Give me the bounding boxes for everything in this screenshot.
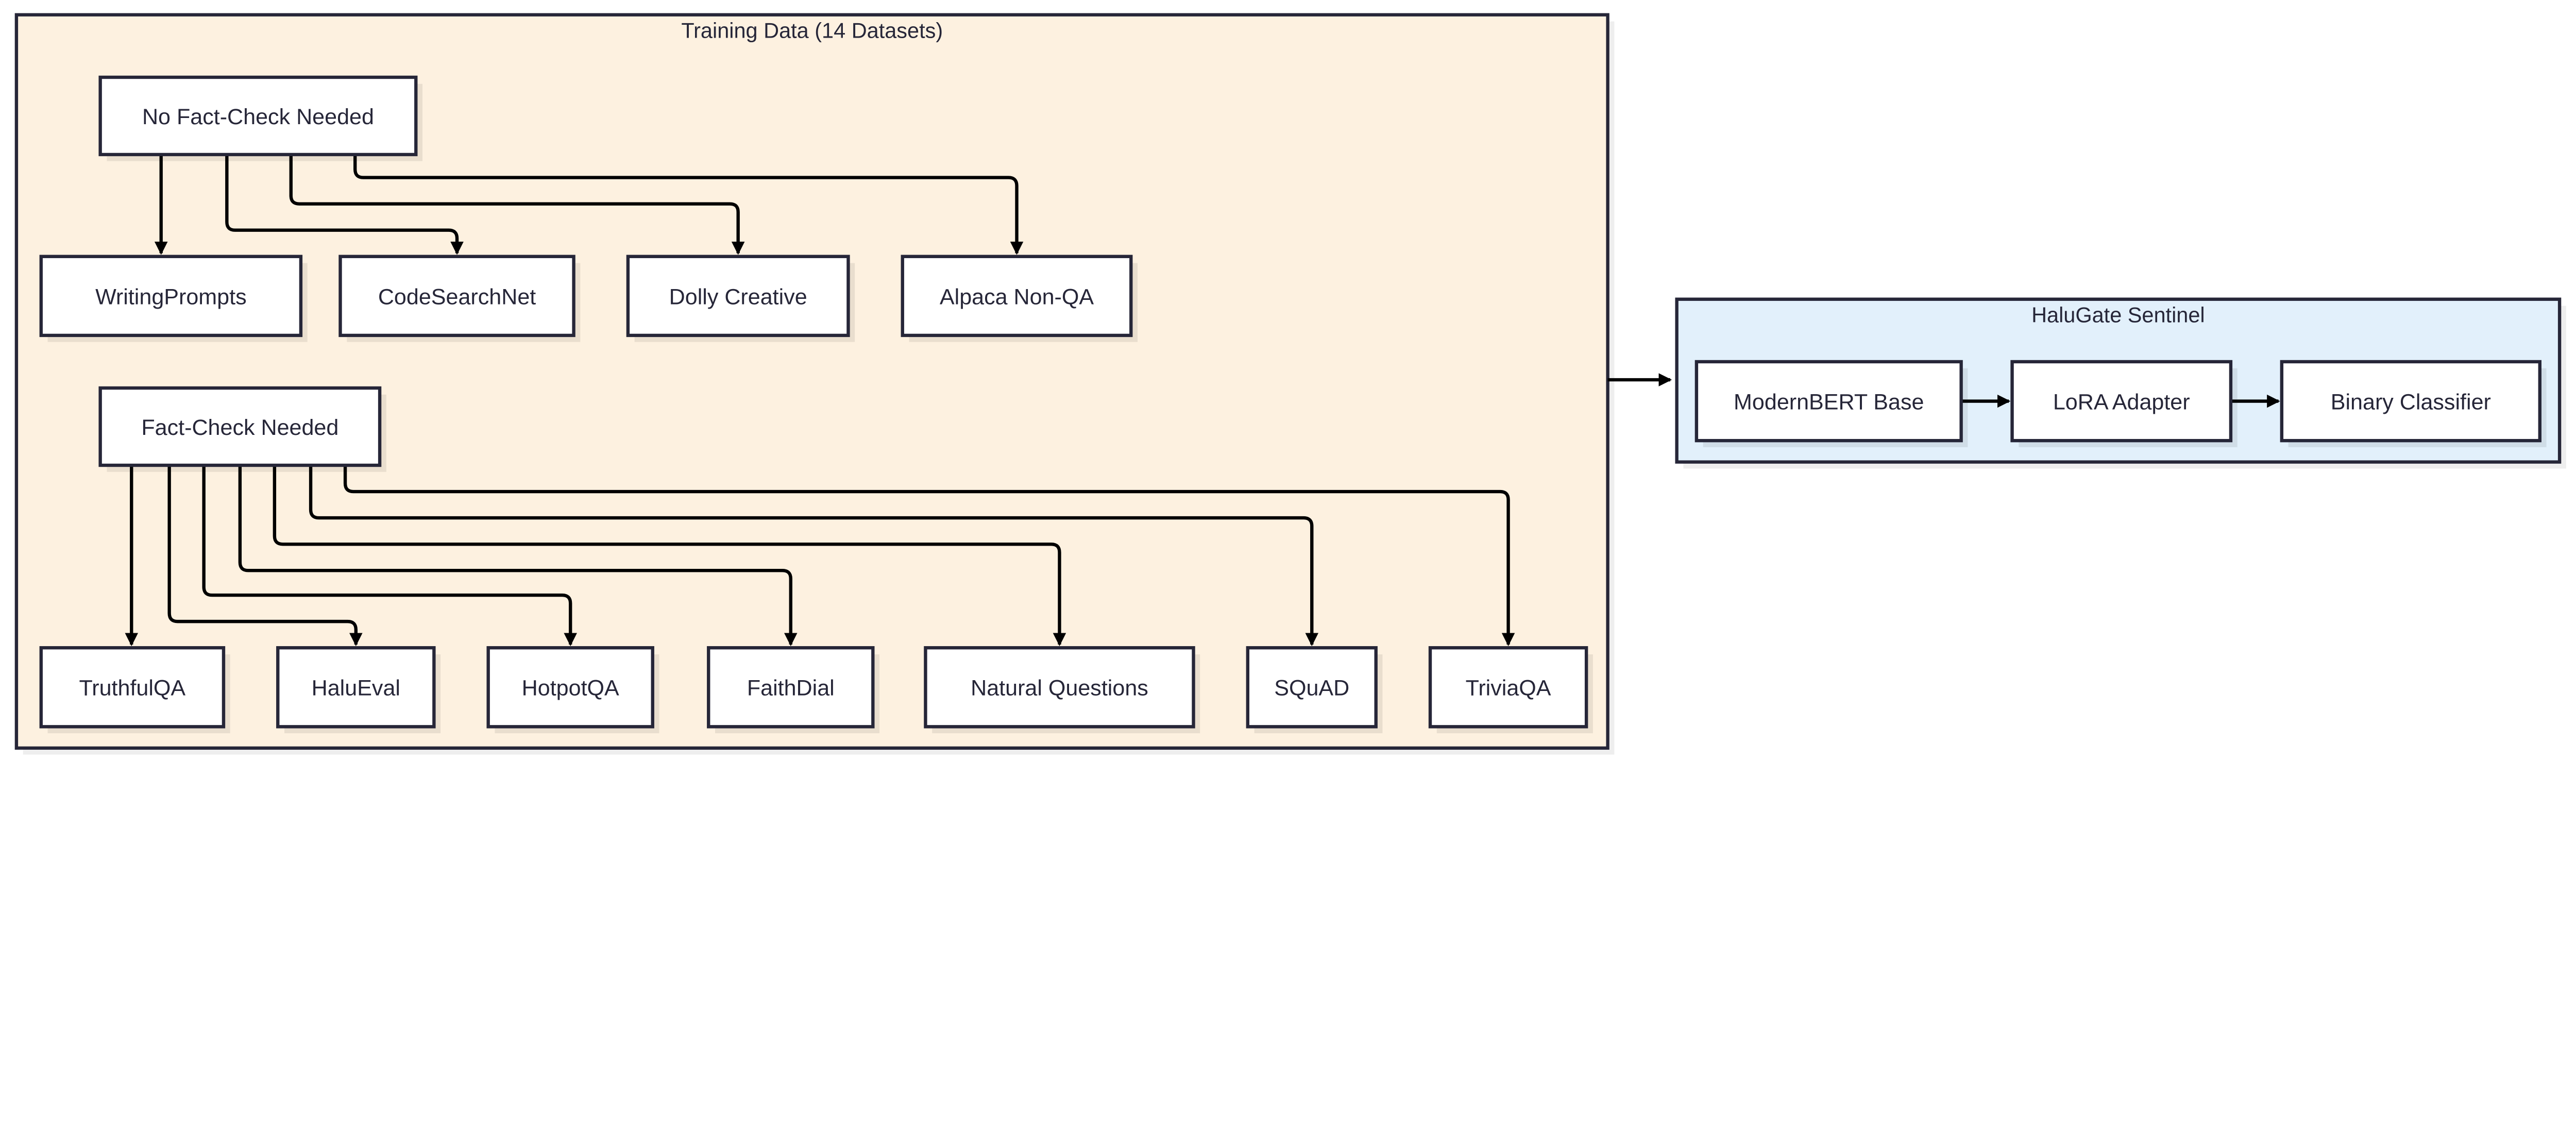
node-nq[interactable]: Natural Questions bbox=[924, 646, 1200, 734]
node-bin[interactable]: Binary Classifier bbox=[2280, 360, 2547, 447]
edge-nofc-to-dolly-arrow bbox=[289, 154, 745, 255]
node-label: Natural Questions bbox=[971, 676, 1148, 701]
node-nofc[interactable]: No Fact-Check Needed bbox=[98, 75, 423, 161]
node-label: ModernBERT Base bbox=[1734, 390, 1924, 415]
edge-fc-to-nq-arrow bbox=[273, 465, 1066, 646]
node-squad[interactable]: SQuAD bbox=[1246, 646, 1383, 734]
group-title: HaluGate Sentinel bbox=[2031, 302, 2205, 327]
node-label: TruthfulQA bbox=[79, 676, 186, 701]
edge-fc-to-faith-arrow bbox=[238, 465, 798, 646]
node-label: TriviaQA bbox=[1466, 676, 1551, 701]
node-halu[interactable]: HaluEval bbox=[276, 646, 441, 734]
edge-nofc-to-alpaca-arrow bbox=[353, 154, 1024, 255]
node-label: SQuAD bbox=[1274, 676, 1349, 701]
node-lora[interactable]: LoRA Adapter bbox=[2010, 360, 2238, 447]
diagram-canvas: Training Data (14 Datasets) HaluGate Sent… bbox=[14, 13, 2566, 755]
edge-fc-to-hotpot-arrow bbox=[202, 465, 577, 646]
node-label: No Fact-Check Needed bbox=[142, 105, 374, 129]
node-tqa[interactable]: TruthfulQA bbox=[39, 646, 230, 734]
edge-fc-to-squad-arrow bbox=[309, 465, 1319, 646]
node-label: CodeSearchNet bbox=[378, 284, 536, 309]
node-label: Binary Classifier bbox=[2331, 390, 2491, 415]
node-csn[interactable]: CodeSearchNet bbox=[338, 255, 581, 342]
node-label: FaithDial bbox=[747, 676, 835, 701]
node-label: Fact-Check Needed bbox=[141, 415, 338, 440]
node-label: Dolly Creative bbox=[669, 284, 807, 309]
node-mbert[interactable]: ModernBERT Base bbox=[1694, 360, 1968, 447]
node-dolly[interactable]: Dolly Creative bbox=[626, 255, 855, 342]
edge-nofc-to-csn-arrow bbox=[225, 154, 464, 255]
node-trivia[interactable]: TriviaQA bbox=[1428, 646, 1593, 734]
node-label: LoRA Adapter bbox=[2053, 390, 2190, 415]
node-label: HaluEval bbox=[312, 676, 400, 701]
edge-fc-to-trivia-arrow bbox=[343, 465, 1515, 646]
node-label: WritingPrompts bbox=[95, 284, 247, 309]
node-wp[interactable]: WritingPrompts bbox=[39, 255, 308, 342]
node-faith[interactable]: FaithDial bbox=[707, 646, 880, 734]
edge-fc-to-halu-arrow bbox=[167, 465, 363, 646]
group-title: Training Data (14 Datasets) bbox=[681, 18, 943, 42]
node-fc[interactable]: Fact-Check Needed bbox=[98, 386, 386, 472]
node-label: HotpotQA bbox=[522, 676, 619, 701]
node-label: Alpaca Non-QA bbox=[940, 284, 1094, 309]
node-hotpot[interactable]: HotpotQA bbox=[486, 646, 659, 734]
node-alpaca[interactable]: Alpaca Non-QA bbox=[901, 255, 1138, 342]
